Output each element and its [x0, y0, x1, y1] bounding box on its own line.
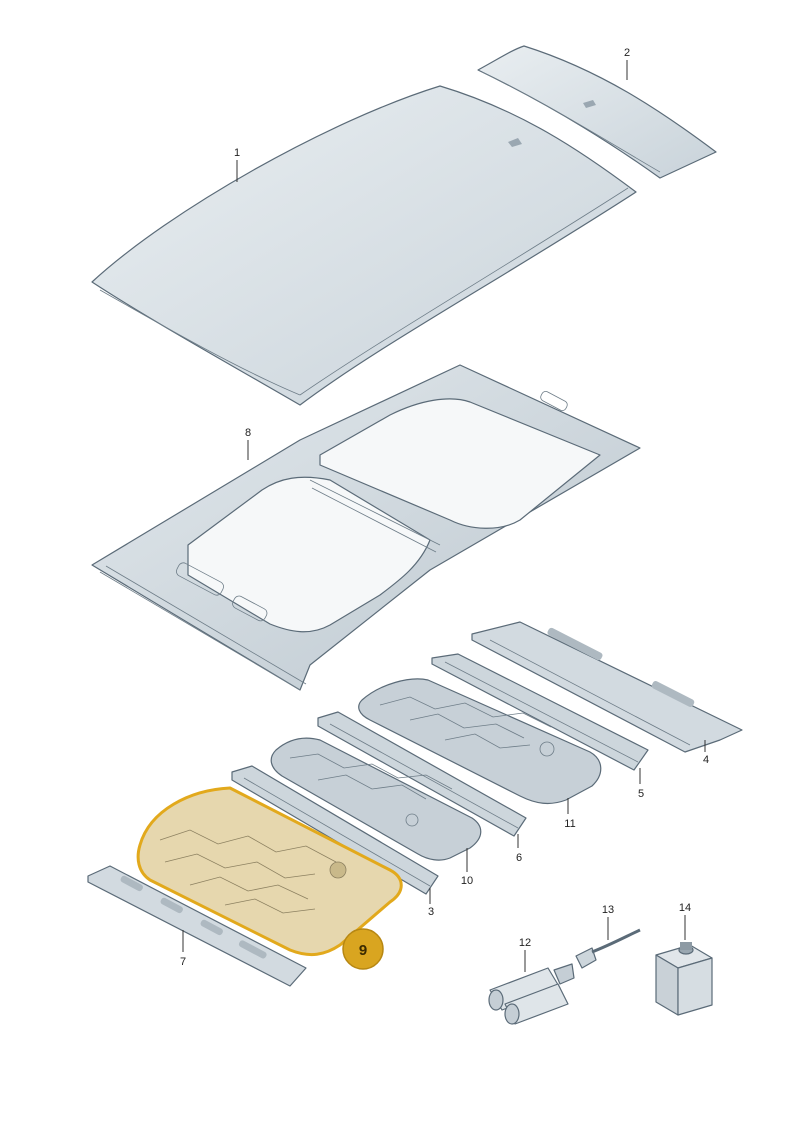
roof-frame	[91, 364, 641, 691]
label-part-6: 6	[516, 852, 522, 864]
label-part-11: 11	[564, 818, 575, 830]
label-part-5: 5	[638, 788, 644, 800]
label-part-2: 2	[624, 47, 630, 59]
badge-label: 9	[359, 942, 367, 959]
insulation-mat-middle	[270, 737, 482, 861]
part-labels: 1 2 3 4 5 6 7 8 10 11 12 13 14	[180, 47, 709, 968]
roof-panel	[91, 85, 637, 406]
rear-crossmember	[471, 621, 743, 753]
label-part-7: 7	[180, 956, 186, 968]
label-part-13: 13	[602, 904, 614, 916]
label-part-14: 14	[679, 902, 691, 914]
leader-lines	[182, 60, 706, 972]
insulation-mat-front-highlighted	[136, 786, 403, 957]
container	[655, 942, 713, 1016]
label-part-3: 3	[428, 906, 434, 918]
label-part-1: 1	[234, 147, 240, 159]
rear-roof-section	[477, 45, 717, 179]
label-part-10: 10	[461, 875, 473, 887]
label-part-12: 12	[519, 937, 531, 949]
middle-roof-bow	[317, 711, 527, 837]
highlight-badge-part-9[interactable]: 9	[342, 928, 384, 970]
label-part-4: 4	[703, 754, 709, 766]
insulation-mat-rear	[358, 678, 602, 805]
mixing-nozzle	[575, 928, 641, 969]
adhesive-cartridge	[488, 963, 575, 1025]
front-crossmember	[87, 865, 307, 987]
label-part-8: 8	[245, 427, 251, 439]
badge-circle	[342, 928, 384, 970]
rear-roof-bow	[431, 653, 649, 771]
front-roof-bow	[231, 765, 439, 895]
